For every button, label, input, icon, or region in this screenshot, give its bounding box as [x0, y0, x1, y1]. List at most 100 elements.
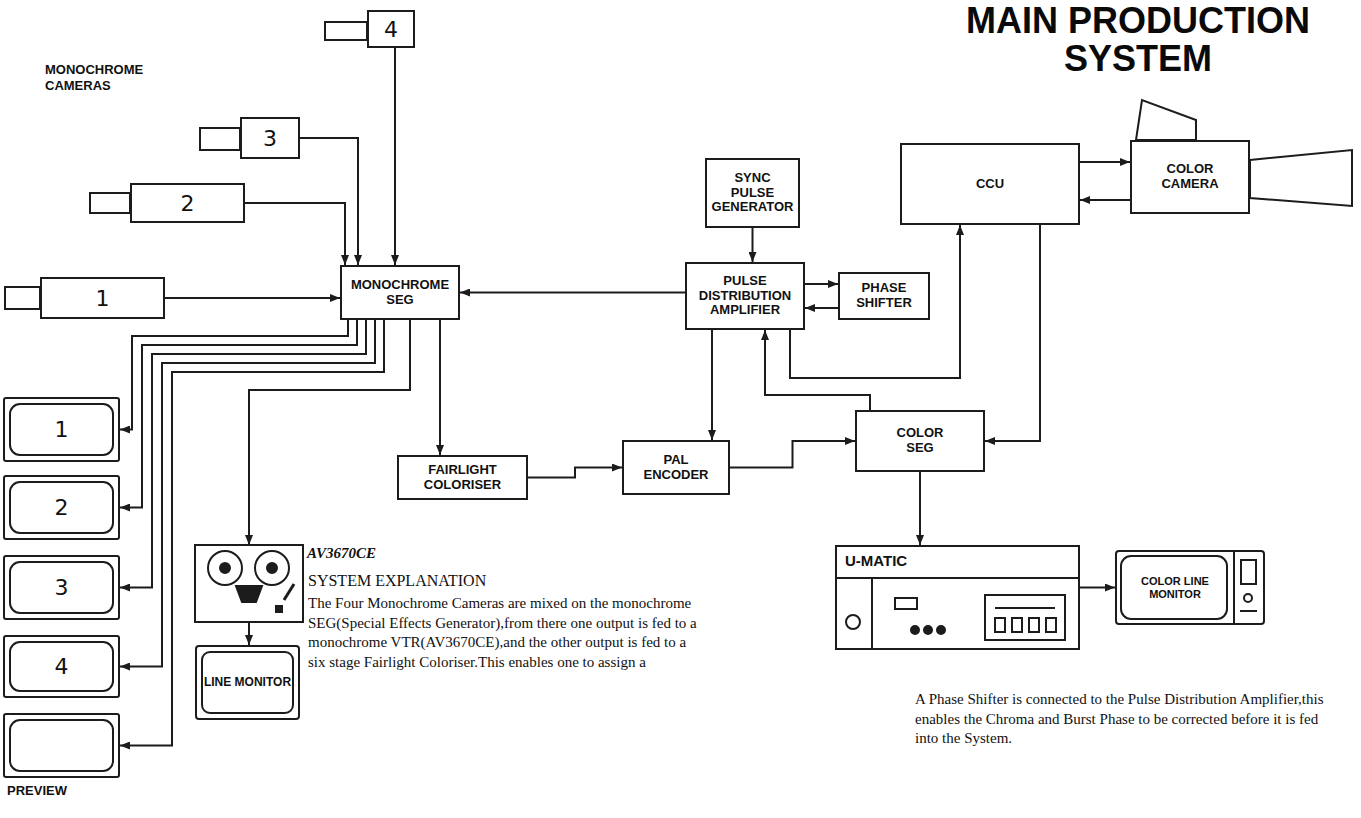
monitor-knob — [1244, 594, 1252, 602]
process-box: PHASE SHIFTER — [838, 272, 930, 320]
node-label: U-MATIC — [845, 552, 907, 569]
deck-panel-line — [995, 607, 1055, 609]
vtr-button — [276, 606, 282, 612]
signal-connector — [790, 225, 960, 378]
monitor-box: 1 — [3, 397, 120, 462]
reel-hub — [267, 563, 277, 573]
node-label: PHASE SHIFTER — [845, 281, 923, 311]
process-box: MONOCHROME SEG — [340, 265, 460, 320]
process-box: COLOR CAMERA — [1130, 140, 1250, 214]
vcr-box: U-MATIC — [835, 545, 1080, 650]
camera-box: 1 — [40, 277, 165, 319]
monitor-screen — [10, 720, 113, 771]
tape-head — [236, 586, 262, 602]
node-label: CCU — [976, 177, 1004, 192]
camera-viewfinder — [1136, 100, 1196, 140]
signal-connector — [805, 283, 838, 285]
deck-button — [1012, 618, 1022, 632]
node-label: 2 — [55, 495, 69, 520]
camera-lens — [90, 193, 130, 213]
camera-lens — [200, 128, 240, 150]
deck-button — [995, 618, 1005, 632]
deck-button — [924, 626, 932, 634]
node-label: 4 — [55, 654, 69, 679]
signal-connector — [765, 330, 870, 410]
vtr-lever — [284, 584, 294, 600]
monitor-screen — [10, 642, 113, 691]
signal-connector — [120, 320, 348, 430]
node-label: PULSE DISTRIBUTION AMPLIFIER — [692, 274, 798, 319]
node-label: COLOR SEG — [889, 426, 951, 456]
deck-button — [911, 626, 919, 634]
camera-lens — [325, 22, 367, 40]
node-label: 3 — [263, 126, 277, 151]
signal-connector — [120, 320, 357, 508]
color-monitor-box: COLOR LINE MONITOR — [1115, 550, 1265, 625]
node-label: 1 — [96, 286, 110, 311]
signal-connector — [919, 472, 921, 545]
camera-box: 2 — [130, 183, 245, 223]
signal-connector — [300, 138, 358, 265]
monitor-box: 2 — [3, 475, 120, 540]
signal-connector — [249, 320, 410, 545]
signal-connector — [805, 307, 838, 309]
diagram-title: MAIN PRODUCTION SYSTEM — [920, 2, 1356, 78]
explanation-text: The Four Monochrome Cameras are mixed on… — [308, 594, 700, 672]
signal-connector — [528, 468, 622, 478]
node-label: COLOR LINE MONITOR — [1123, 575, 1227, 600]
node-label: 2 — [181, 191, 195, 216]
process-box: SYNC PULSE GENERATOR — [705, 158, 800, 228]
deck-button — [937, 626, 945, 634]
deck-button — [895, 598, 917, 609]
signal-connector — [394, 48, 396, 265]
node-label: FAIRLIGHT COLORISER — [404, 463, 521, 493]
signal-connector — [730, 441, 855, 468]
signal-connector — [1080, 161, 1130, 163]
monitor-panel-line — [1233, 552, 1235, 623]
signal-connector — [120, 320, 384, 746]
node-label: PAL ENCODER — [640, 453, 712, 483]
monitor-screen — [202, 652, 293, 713]
signal-connector — [985, 225, 1040, 441]
node-label: MONOCHROME SEG — [347, 278, 453, 308]
node-label: COLOR CAMERA — [1154, 162, 1226, 192]
monitor-box: 3 — [3, 555, 120, 620]
signal-connector — [1080, 587, 1115, 589]
tape-reel — [208, 551, 242, 585]
camera-lens — [1250, 150, 1352, 206]
tape-reel — [255, 551, 289, 585]
signal-connector — [711, 330, 713, 440]
monitor-screen — [1121, 556, 1227, 619]
camera-box: 3 — [240, 117, 300, 159]
node-label: 3 — [55, 575, 69, 600]
deck-button — [1029, 618, 1039, 632]
monitor-box: 4 — [3, 635, 120, 698]
node-label: AV3670CE — [307, 545, 376, 562]
signal-connector — [752, 228, 754, 262]
vtr-body — [195, 545, 303, 622]
process-box: COLOR SEG — [855, 410, 985, 472]
signal-connector — [1080, 199, 1130, 201]
monitor-screen — [10, 562, 113, 613]
camera-lens — [5, 287, 40, 309]
monitor-knob — [1241, 560, 1256, 584]
signal-connector — [165, 297, 340, 299]
monitor-panel-line — [1240, 610, 1257, 612]
node-label: SYNC PULSE GENERATOR — [712, 171, 794, 216]
line-monitor-box: LINE MONITOR — [195, 645, 300, 720]
camera-box: 4 — [367, 10, 415, 48]
node-label: PREVIEW — [7, 784, 67, 799]
process-box: PAL ENCODER — [622, 440, 730, 495]
node-label: LINE MONITOR — [204, 676, 291, 690]
explanation-text: A Phase Shifter is connected to the Puls… — [915, 690, 1325, 749]
signal-connector — [439, 320, 441, 455]
section-heading: SYSTEM EXPLANATION — [308, 571, 608, 590]
monitor-screen — [10, 404, 113, 455]
signal-connector — [245, 203, 345, 265]
monitor-box: PREVIEW — [3, 713, 120, 778]
monitor-screen — [10, 482, 113, 533]
node-label: 1 — [55, 417, 69, 442]
signal-connector — [460, 292, 685, 294]
deck-button — [1046, 618, 1056, 632]
